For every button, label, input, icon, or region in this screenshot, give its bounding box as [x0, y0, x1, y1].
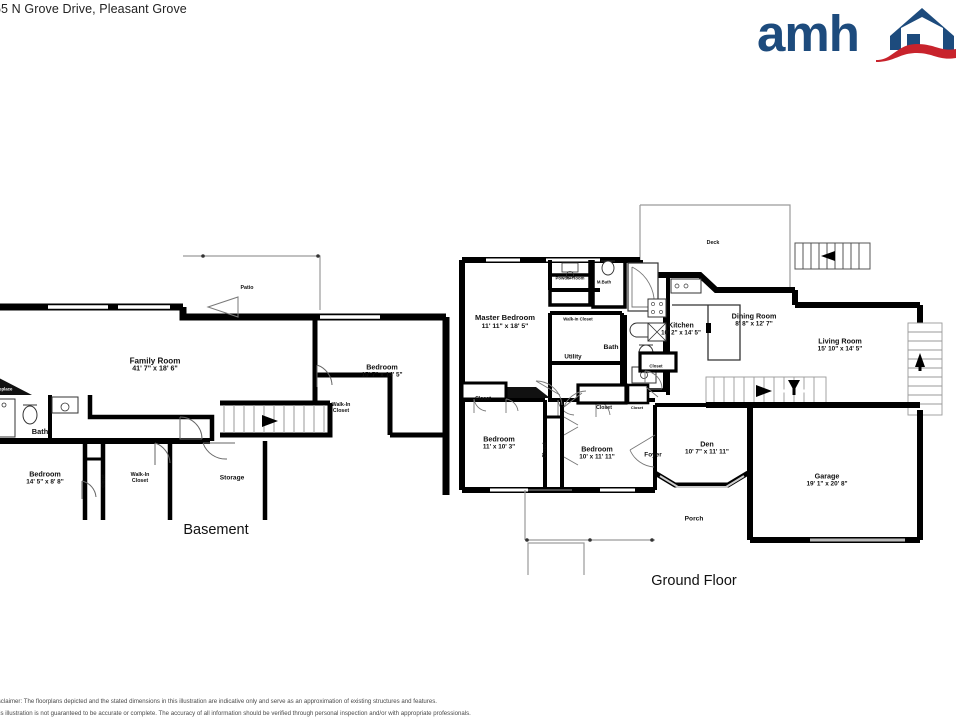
- page-title: 65 N Grove Drive, Pleasant Grove: [0, 2, 187, 16]
- amh-logo: amh: [757, 6, 957, 68]
- red-swoosh-icon: [876, 44, 956, 62]
- logo-wordmark: amh: [757, 5, 860, 62]
- basement-floorplan: [0, 245, 450, 520]
- ground-floor-title: Ground Floor: [651, 573, 737, 589]
- basement-floor-title: Basement: [183, 522, 249, 538]
- disclaimer-line-1: Disclaimer: The floorplans depicted and …: [0, 698, 437, 705]
- disclaimer-line-2: This illustration is not guaranteed to b…: [0, 709, 471, 717]
- disclaimer: Disclaimer: The floorplans depicted and …: [0, 696, 471, 720]
- ground-floorplan: [450, 195, 950, 575]
